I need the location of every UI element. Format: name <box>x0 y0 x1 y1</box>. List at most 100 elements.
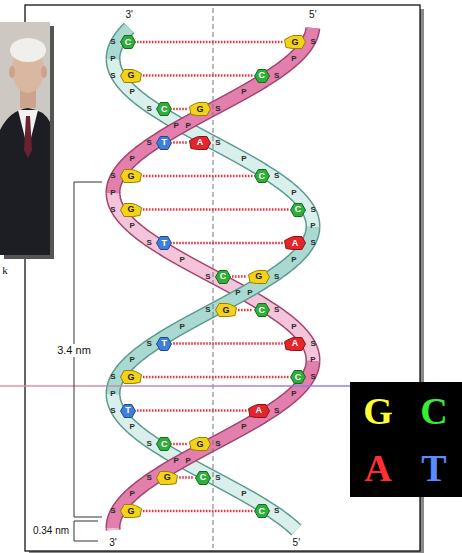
phosphate-label: P <box>241 490 246 498</box>
base-letter: A <box>256 406 263 415</box>
cropped-text: k <box>2 265 8 276</box>
hydrogen-bond <box>143 208 289 211</box>
base-ring <box>190 438 211 451</box>
base-ring <box>190 136 211 149</box>
sugar-label: S <box>215 105 220 113</box>
phosphate-label: P <box>241 88 246 96</box>
hydrogen-bond <box>137 409 247 412</box>
sugar-label: S <box>147 139 152 147</box>
hair <box>10 38 46 62</box>
phosphate-label: P <box>129 222 134 230</box>
base-ring <box>190 103 211 116</box>
base-ring <box>120 170 141 183</box>
photo-ground <box>0 22 50 255</box>
base-ring <box>291 203 306 216</box>
base-letter: T <box>161 339 167 348</box>
base-ring <box>254 69 269 82</box>
base: T <box>120 404 136 418</box>
sugar-label: S <box>310 340 315 348</box>
hydrogen-bond <box>173 141 188 144</box>
base-letter: G <box>164 473 171 482</box>
base-ring <box>254 505 269 518</box>
base: G <box>189 437 211 451</box>
phosphate-label: P <box>291 55 296 63</box>
hydrogen-bond <box>173 242 283 245</box>
phosphate-label: P <box>129 88 134 96</box>
base: C <box>254 69 270 83</box>
strand-end: 5' <box>293 538 300 548</box>
phosphate-label: P <box>291 323 296 331</box>
hydrogen-bond <box>143 74 253 77</box>
strand-end: 5' <box>309 10 316 20</box>
dimension-label: 0.34 nm <box>33 526 69 536</box>
sugar-label: S <box>110 72 115 80</box>
base-ring <box>157 438 172 451</box>
base: G <box>120 504 142 518</box>
sugar-label: S <box>147 239 152 247</box>
guide-line <box>0 385 350 386</box>
base-ring <box>254 170 269 183</box>
base: C <box>120 35 136 49</box>
base-ring <box>157 471 178 484</box>
base: G <box>120 69 142 83</box>
base: G <box>156 471 178 485</box>
phosphate-label: P <box>291 189 296 197</box>
base: A <box>189 136 211 150</box>
phosphate-label: P <box>241 155 246 163</box>
base: C <box>195 471 211 485</box>
base-ring <box>157 237 172 250</box>
base: T <box>156 236 172 250</box>
sugar-label: S <box>147 105 152 113</box>
base: C <box>215 270 231 284</box>
base-letter: C <box>125 38 132 47</box>
phosphate-label: P <box>291 390 296 398</box>
base: A <box>284 337 306 351</box>
base-letter: T <box>161 138 167 147</box>
base: T <box>156 136 172 150</box>
phosphate-label: P <box>291 256 296 264</box>
base-letter: G <box>196 105 203 114</box>
base-ring <box>157 103 172 116</box>
base-ring <box>216 304 237 317</box>
base: C <box>156 437 172 451</box>
phosphate-label: P <box>185 457 190 465</box>
hydrogen-bond <box>143 510 253 513</box>
sugar-label: S <box>205 273 210 281</box>
dimension-label: 3.4 nm <box>55 344 93 357</box>
strand-end: 3' <box>125 10 132 20</box>
base: G <box>248 270 270 284</box>
portrait-photo <box>0 22 54 259</box>
backbone-ribbons <box>113 28 313 530</box>
base-ring <box>157 337 172 350</box>
base-letter: G <box>127 373 134 382</box>
base: C <box>290 370 306 384</box>
hydrogen-bond <box>173 108 188 111</box>
sugar-label: S <box>110 507 115 515</box>
phosphate-label: P <box>185 122 190 130</box>
sugar-label: S <box>147 340 152 348</box>
base: G <box>215 303 237 317</box>
base: C <box>156 102 172 116</box>
phosphate-label: P <box>129 423 134 431</box>
base-ring <box>120 36 135 49</box>
base: C <box>254 504 270 518</box>
base-letter: G <box>127 71 134 80</box>
sugar-label: S <box>110 373 115 381</box>
base-ring <box>157 136 172 149</box>
base-letter: G <box>255 272 262 281</box>
base-ring <box>285 237 306 250</box>
phosphate-label: P <box>110 390 115 398</box>
phosphate-label: P <box>310 356 315 364</box>
base-ring <box>120 203 141 216</box>
sugar-label: S <box>215 474 220 482</box>
base-letter: C <box>259 71 266 80</box>
base-letter: C <box>161 440 168 449</box>
base-letter: G <box>127 172 134 181</box>
sugar-label: S <box>110 206 115 214</box>
sugar-label: S <box>310 206 315 214</box>
phosphate-label: P <box>247 289 252 297</box>
base: G <box>120 203 142 217</box>
base-letter: G <box>127 507 134 516</box>
ear <box>9 66 15 78</box>
